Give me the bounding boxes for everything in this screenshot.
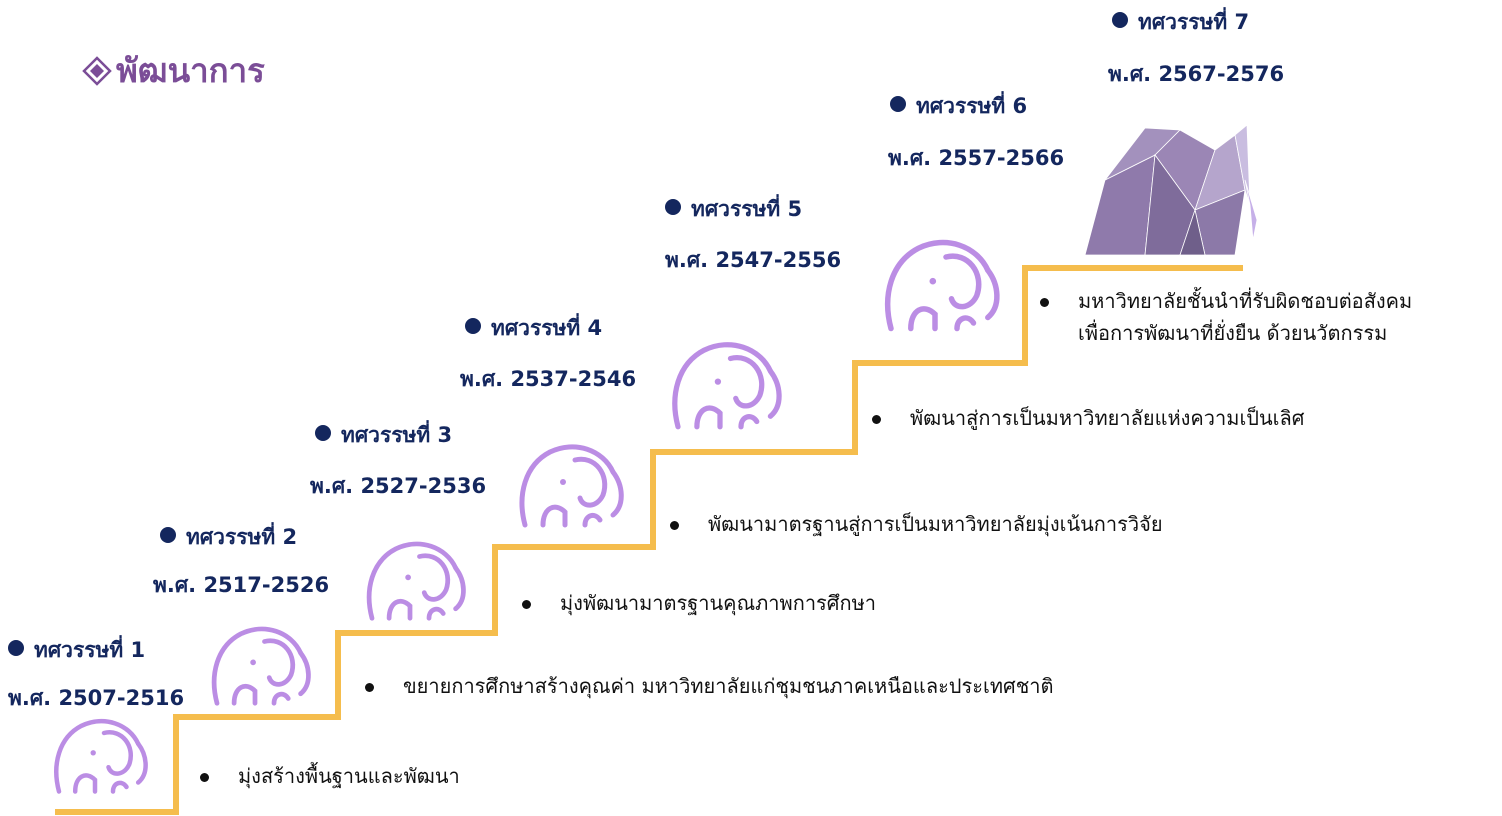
bullet-icon (8, 640, 24, 656)
decade-1-period: พ.ศ. 2507-2516 (8, 686, 185, 710)
title-text: พัฒนาการ (116, 51, 265, 90)
decade-4-label: ทศวรรษที่ 4 (465, 318, 602, 339)
bullet-icon (160, 527, 176, 543)
elephant-outline-2 (211, 626, 311, 706)
decade-6-period: พ.ศ. 2557-2566 (888, 146, 1065, 170)
origami-elephant-facet (1244, 179, 1258, 241)
stair-line (55, 265, 1243, 815)
elephant-outline-6 (885, 239, 1000, 332)
bullet-icon (890, 96, 906, 112)
decade-2-label: ทศวรรษที่ 2 (160, 527, 297, 548)
diamond-icon (82, 55, 112, 86)
decade-7-label: ทศวรรษที่ 7 (1112, 12, 1249, 33)
elephant-outline-5 (672, 342, 782, 430)
elephant-outline-1 (54, 719, 148, 794)
bullet-icon (1112, 12, 1128, 28)
decade-3-period: พ.ศ. 2527-2536 (310, 474, 487, 498)
decade-3-label: ทศวรรษที่ 3 (315, 425, 452, 446)
origami-elephant-facet (1179, 208, 1206, 256)
bullet-icon (665, 199, 681, 215)
elephant-outline-3 (366, 541, 466, 621)
elephant-outline-4 (519, 444, 624, 528)
decade-5-label: ทศวรรษที่ 5 (665, 199, 802, 220)
decade-4-period: พ.ศ. 2537-2546 (460, 367, 637, 391)
decade-1-label: ทศวรรษที่ 1 (8, 640, 145, 661)
decade-2-period: พ.ศ. 2517-2526 (153, 573, 330, 597)
decade-7-period: พ.ศ. 2567-2576 (1108, 62, 1285, 86)
page-title: พัฒนาการ (82, 44, 265, 97)
decade-6-label: ทศวรรษที่ 6 (890, 96, 1027, 117)
decade-5-period: พ.ศ. 2547-2556 (665, 248, 842, 272)
bullet-icon (465, 318, 481, 334)
bullet-icon (315, 425, 331, 441)
